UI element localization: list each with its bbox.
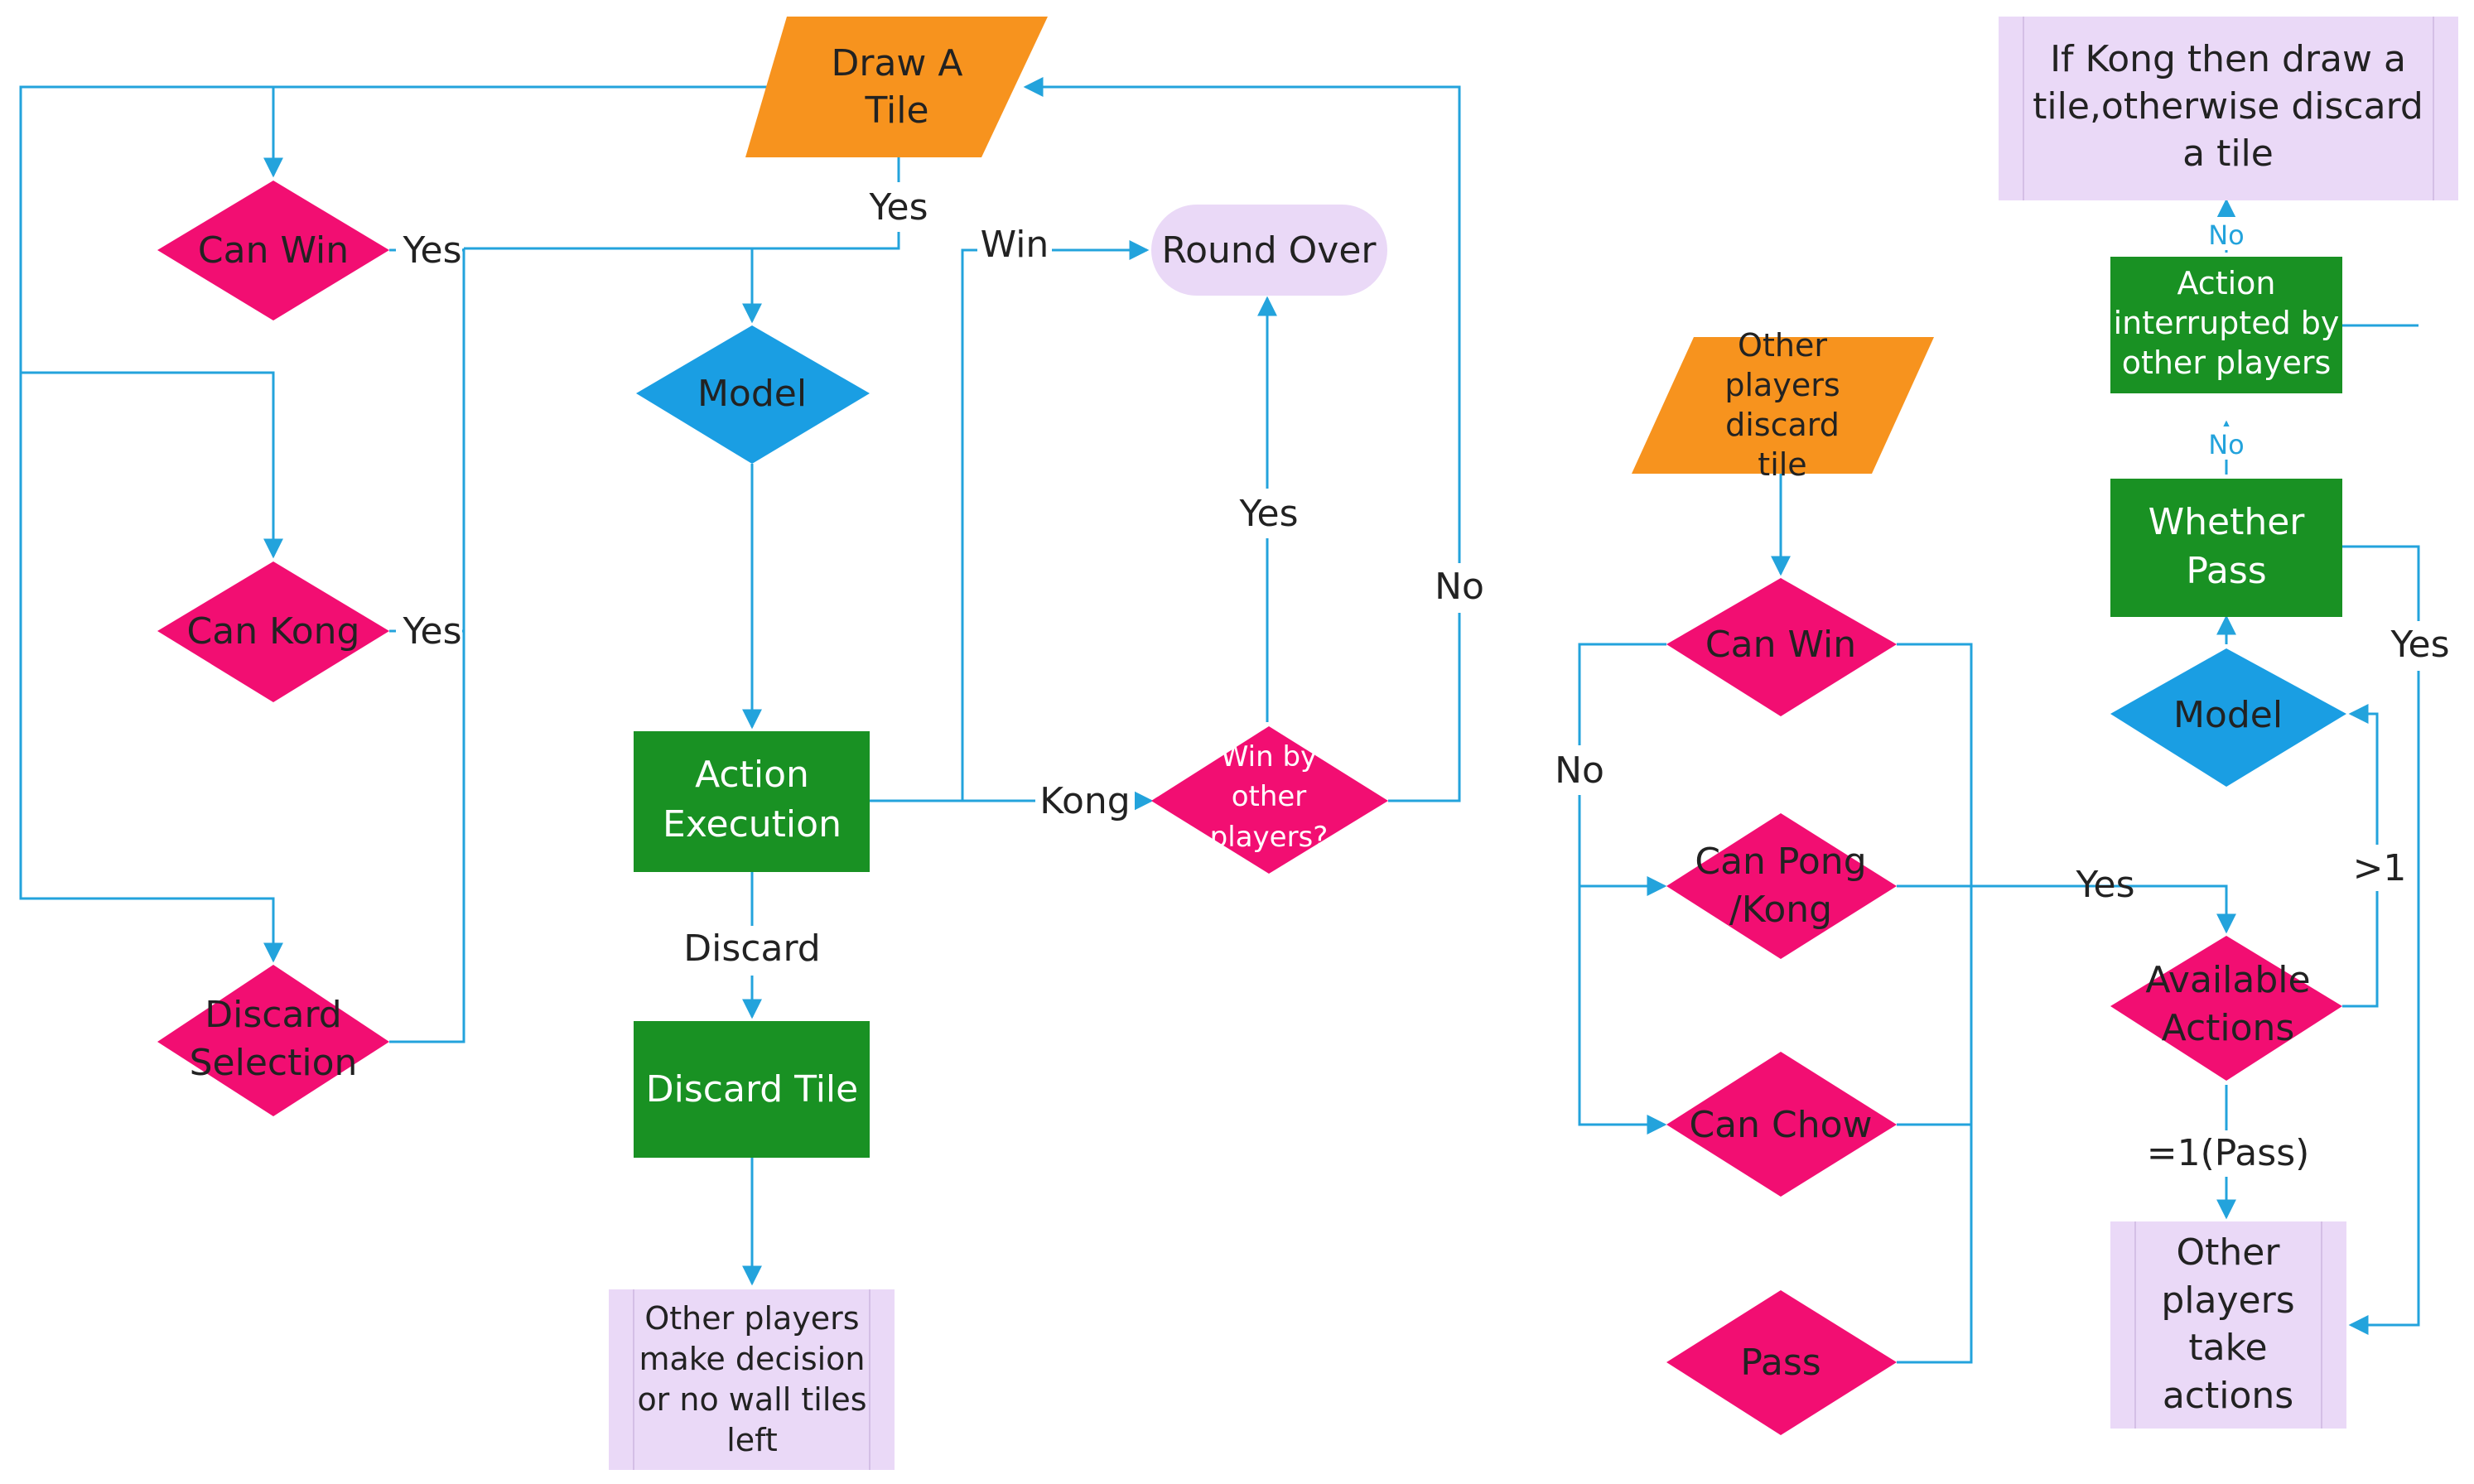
label-gt1: >1: [2353, 847, 2407, 889]
label-yes-draw: Yes: [868, 186, 928, 229]
action-execution-line-1: Action: [695, 754, 809, 796]
other-take-line-3: take: [2188, 1327, 2267, 1369]
edge-draw-yes: [464, 157, 900, 324]
other-decision-line-3: or no wall tiles: [637, 1381, 866, 1418]
other-discard-line-3: discard: [1725, 407, 1840, 443]
interrupted-line-2: interrupted by: [2114, 305, 2340, 341]
other-take-line-2: players: [2161, 1279, 2294, 1322]
node-action-execution: Action Execution: [634, 731, 870, 872]
can-win-right-label: Can Win: [1705, 624, 1856, 666]
label-no-mid: No: [2208, 429, 2245, 460]
can-pong-line-2: /Kong: [1729, 889, 1832, 931]
other-discard-line-2: players: [1724, 367, 1840, 403]
interrupted-line-3: other players: [2122, 344, 2332, 381]
node-discard-tile: Discard Tile: [634, 1021, 870, 1158]
node-other-discard: Other players discard tile: [1632, 327, 1934, 483]
edge-winby-no: [1023, 77, 1461, 802]
node-interrupted: Action interrupted by other players: [2110, 257, 2342, 393]
label-eq1: =1(Pass): [2147, 1132, 2310, 1174]
win-by-other-line-1: Win by: [1221, 740, 1317, 773]
label-win: Win: [981, 224, 1049, 266]
nodes: Draw A Tile Can Win Can Kong Discard Sel…: [157, 17, 2458, 1470]
node-can-kong-left: Can Kong: [157, 561, 389, 702]
label-yes-kong: Yes: [402, 610, 461, 653]
if-kong-line-2: tile,otherwise discard: [2033, 85, 2423, 128]
label-discard: Discard: [683, 928, 820, 970]
other-decision-line-4: left: [726, 1422, 778, 1458]
can-kong-left-label: Can Kong: [187, 610, 360, 653]
edges: [19, 77, 2420, 1364]
whether-pass-line-1: Whether: [2148, 501, 2306, 543]
model-right-label: Model: [2173, 694, 2283, 736]
win-by-other-line-2: other: [1232, 780, 1307, 813]
label-yes-win: Yes: [402, 229, 461, 272]
if-kong-line-1: If Kong then draw a: [2050, 38, 2406, 80]
model-left-label: Model: [697, 373, 807, 415]
edge-rail-to-can-kong: [21, 371, 283, 559]
whether-pass-line-2: Pass: [2186, 550, 2266, 592]
pass-label: Pass: [1740, 1342, 1821, 1384]
edge-action-win: [870, 240, 1150, 802]
label-yes-pong: Yes: [2075, 864, 2134, 906]
edge-right-rail: [1897, 643, 1973, 1364]
edge-merge-vertical: [389, 248, 465, 1043]
discard-tile-label: Discard Tile: [646, 1068, 858, 1111]
node-can-pong: Can Pong /Kong: [1666, 813, 1897, 959]
available-line-1: Available: [2145, 959, 2310, 1001]
edge-pong-yes: [1897, 884, 2236, 934]
can-pong-line-1: Can Pong: [1695, 841, 1866, 883]
label-no-top: No: [2208, 219, 2245, 251]
node-can-chow: Can Chow: [1666, 1052, 1897, 1197]
other-take-line-4: actions: [2163, 1375, 2293, 1417]
node-if-kong: If Kong then draw a tile,otherwise disca…: [1999, 17, 2458, 200]
action-execution-line-2: Execution: [663, 803, 842, 846]
node-model-right: Model: [2110, 648, 2346, 787]
edge-draw-to-left-rail: [19, 85, 783, 963]
other-discard-line-4: tile: [1758, 446, 1806, 483]
other-decision-line-1: Other players: [644, 1300, 859, 1337]
edge-labels: Yes Yes Yes Win Kong Discard Yes No No Y…: [396, 182, 2453, 1177]
node-pass: Pass: [1666, 1290, 1897, 1435]
other-take-line-1: Other: [2177, 1231, 2281, 1274]
node-discard-selection: Discard Selection: [157, 965, 389, 1116]
if-kong-line-3: a tile: [2182, 132, 2274, 175]
discard-selection-line-2: Selection: [190, 1042, 358, 1084]
label-yes-round: Yes: [1238, 493, 1298, 535]
label-no-right: No: [1555, 749, 1604, 792]
interrupted-line-1: Action: [2177, 265, 2275, 301]
node-model-left: Model: [636, 325, 870, 464]
label-kong: Kong: [1039, 780, 1130, 822]
node-whether-pass: Whether Pass: [2110, 479, 2342, 617]
node-draw-tile: Draw A Tile: [745, 17, 1048, 157]
round-over-label: Round Over: [1161, 229, 1377, 272]
draw-tile-line-2: Tile: [864, 89, 928, 132]
node-available-actions: Available Actions: [2110, 936, 2342, 1081]
node-win-by-other: Win by other players?: [1151, 726, 1388, 874]
node-other-take: Other players take actions: [2110, 1221, 2346, 1429]
discard-selection-line-1: Discard: [205, 994, 341, 1036]
node-other-decision: Other players make decision or no wall t…: [609, 1289, 895, 1470]
available-line-2: Actions: [2162, 1007, 2295, 1049]
node-round-over: Round Over: [1151, 205, 1387, 296]
can-win-left-label: Can Win: [198, 229, 349, 272]
node-can-win-right: Can Win: [1666, 578, 1897, 716]
other-decision-line-2: make decision: [639, 1341, 865, 1377]
edge-whether-yes: [2342, 545, 2420, 1335]
can-chow-label: Can Chow: [1689, 1104, 1872, 1146]
win-by-other-line-3: players?: [1210, 821, 1329, 854]
other-discard-line-1: Other: [1738, 327, 1827, 364]
edge-can-win-no: [1578, 643, 1667, 1135]
label-no-loop: No: [1435, 566, 1484, 608]
draw-tile-line-1: Draw A: [831, 42, 962, 84]
node-can-win-left: Can Win: [157, 181, 389, 320]
label-yes-pass: Yes: [2390, 624, 2449, 666]
